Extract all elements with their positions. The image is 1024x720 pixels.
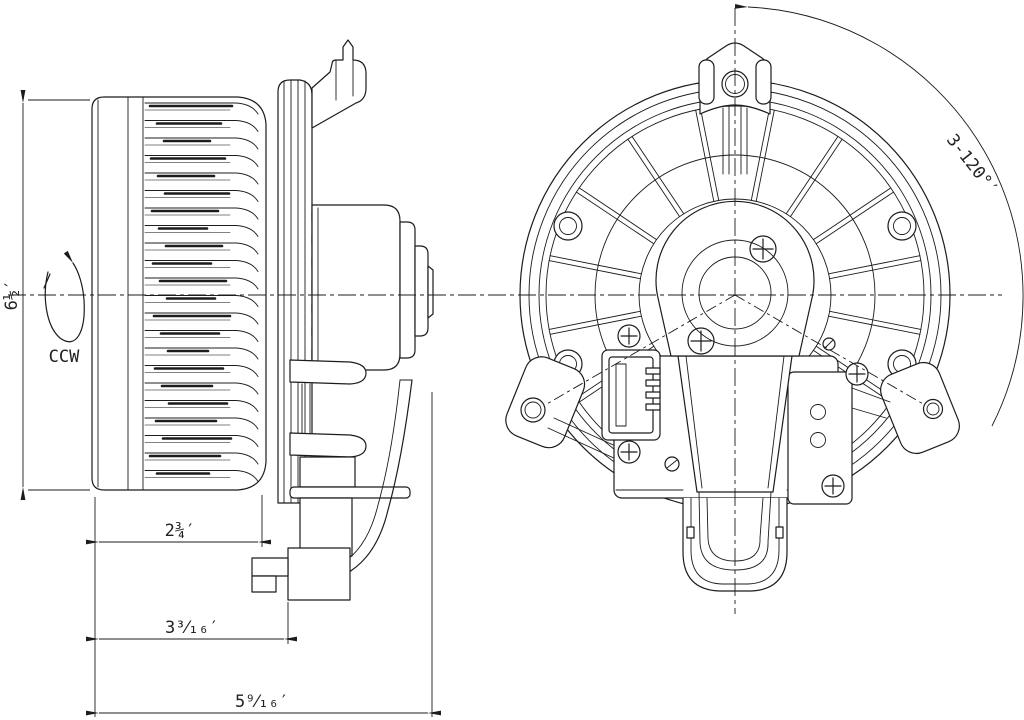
right-mounting-ear	[851, 361, 960, 455]
top-bracket-arm	[311, 39, 367, 129]
mount-pattern-leader-arc	[734, 3, 1024, 427]
fan-blades	[144, 102, 259, 482]
slotted-screw-2	[664, 456, 680, 472]
rotation-direction-label: CCW	[49, 347, 80, 367]
foot-step-2	[251, 575, 277, 593]
foot-block	[287, 547, 351, 601]
plate-screw-top-right	[845, 362, 869, 386]
bracket-hole-2	[810, 432, 826, 448]
radial-centerline-right	[734, 294, 926, 406]
motor-step-1	[399, 221, 416, 359]
lower-hook-1	[289, 359, 367, 385]
bracket-box	[299, 456, 356, 488]
slotted-screw-1	[822, 337, 836, 351]
dim-mid-depth-label: 3³⁄₁₆′	[165, 618, 219, 638]
ccw-rotation-symbol: CCW	[43, 250, 85, 367]
connector-screw-top	[617, 324, 641, 348]
motor-step-2	[414, 245, 429, 337]
bottom-cup	[682, 491, 788, 592]
curved-leg-outer	[343, 379, 413, 577]
connector-screw-bottom	[617, 440, 641, 464]
plate-screw-bottom-right	[821, 474, 845, 498]
hub-screw-1	[749, 235, 777, 263]
dim-overall-depth-label: 5⁹⁄₁₆′	[235, 692, 289, 712]
side-view	[91, 39, 434, 601]
mount-pattern-label: 3-120°′	[942, 131, 1002, 200]
hub-screw-2	[687, 327, 715, 355]
dim-height-label: 6½′	[2, 280, 22, 311]
dim-wheel-depth-label: 2¾′	[165, 521, 196, 541]
bracket-hole-1	[810, 404, 826, 420]
front-view: 3-120°′	[505, 3, 1024, 614]
curved-leg-inner	[346, 379, 401, 561]
right-bracket-plate	[787, 371, 853, 505]
dimension-annotations: 6½′ CCW 2¾′ 3³⁄₁₆′ 5⁹⁄₁₆′	[2, 90, 441, 717]
bracket-lower-box	[299, 497, 353, 557]
fan-wheel-outline	[91, 96, 267, 491]
foot-step-1	[251, 557, 289, 577]
lower-hook-2	[289, 432, 367, 458]
electrical-connector	[601, 349, 661, 441]
motor-step-3	[427, 265, 434, 319]
radial-centerline-left	[544, 294, 736, 406]
motor-body	[311, 204, 401, 371]
